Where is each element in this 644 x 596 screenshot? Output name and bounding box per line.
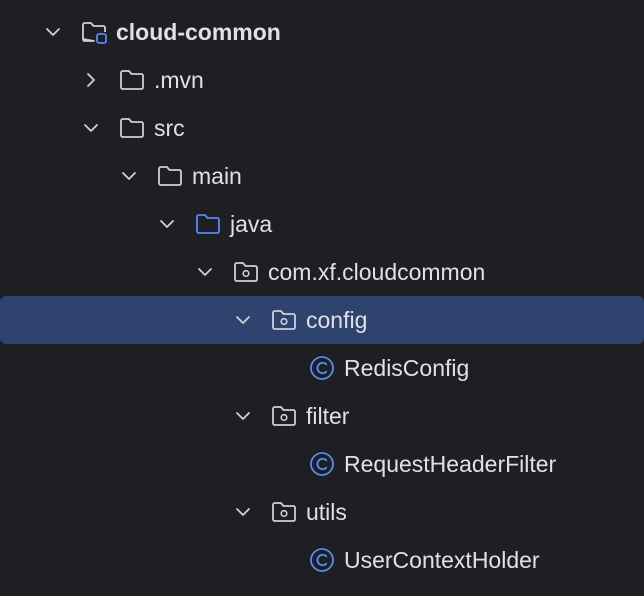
tree-item-usercontextholder[interactable]: UserContextHolder — [0, 536, 644, 584]
source-folder-icon — [194, 210, 222, 238]
package-icon — [232, 258, 260, 286]
tree-item-filter[interactable]: filter — [0, 392, 644, 440]
tree-item-label: config — [306, 306, 368, 333]
tree-item-label: UserContextHolder — [344, 546, 540, 573]
chevron-down-icon[interactable] — [156, 213, 178, 235]
chevron-down-icon[interactable] — [232, 405, 254, 427]
tree-item-cloud-common[interactable]: cloud-common — [0, 8, 644, 56]
chevron-down-icon[interactable] — [80, 117, 102, 139]
package-icon — [270, 306, 298, 334]
tree-item-utils[interactable]: utils — [0, 488, 644, 536]
chevron-down-icon[interactable] — [118, 165, 140, 187]
tree-item-requestheaderfilter[interactable]: RequestHeaderFilter — [0, 440, 644, 488]
tree-item-main[interactable]: main — [0, 152, 644, 200]
tree-item-config[interactable]: config — [0, 296, 644, 344]
folder-icon — [118, 114, 146, 142]
tree-item-label: src — [154, 114, 185, 141]
chevron-down-icon[interactable] — [42, 21, 64, 43]
class-icon — [308, 450, 336, 478]
tree-item-src[interactable]: src — [0, 104, 644, 152]
package-icon — [270, 402, 298, 430]
tree-item-com-xf-cloudcommon[interactable]: com.xf.cloudcommon — [0, 248, 644, 296]
tree-item-label: cloud-common — [116, 18, 281, 45]
tree-item-label: filter — [306, 402, 350, 429]
folder-icon — [156, 162, 184, 190]
tree-item-redisconfig[interactable]: RedisConfig — [0, 344, 644, 392]
chevron-down-icon[interactable] — [194, 261, 216, 283]
tree-item-label: RedisConfig — [344, 354, 470, 381]
package-icon — [270, 498, 298, 526]
tree-item-java[interactable]: java — [0, 200, 644, 248]
class-icon — [308, 354, 336, 382]
tree-item-label: java — [230, 210, 273, 237]
class-icon — [308, 546, 336, 574]
tree-item-label: main — [192, 162, 242, 189]
folder-icon — [118, 66, 146, 94]
tree-item-label: .mvn — [154, 66, 204, 93]
tree-item-label: com.xf.cloudcommon — [268, 258, 486, 285]
chevron-right-icon[interactable] — [80, 69, 102, 91]
tree-item-label: utils — [306, 498, 347, 525]
module-folder-icon — [80, 18, 108, 46]
tree-item-mvn[interactable]: .mvn — [0, 56, 644, 104]
chevron-down-icon[interactable] — [232, 501, 254, 523]
tree-item-label: RequestHeaderFilter — [344, 450, 557, 477]
chevron-down-icon[interactable] — [232, 309, 254, 331]
